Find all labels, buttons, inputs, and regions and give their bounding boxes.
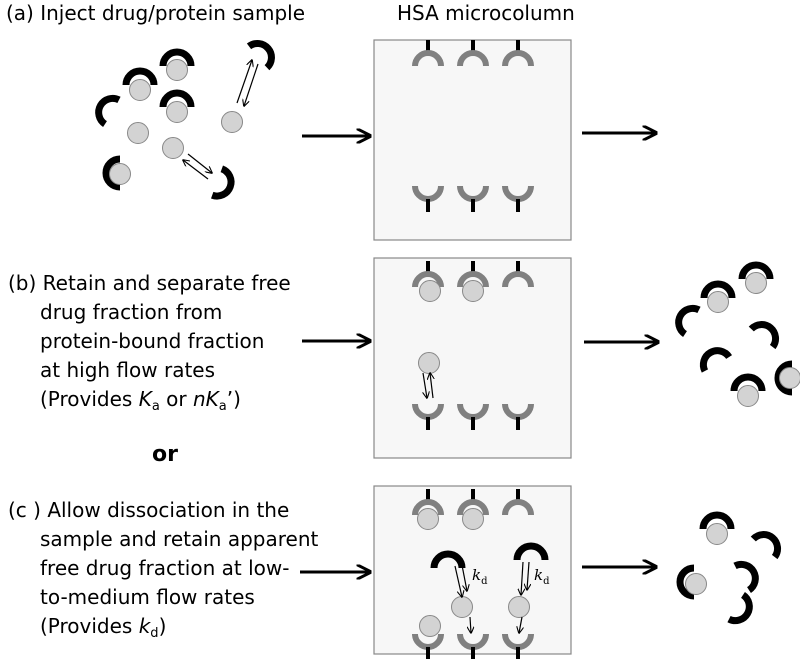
- protein: [699, 511, 735, 530]
- drug-molecule: [462, 508, 484, 530]
- step-c-line-1: (c ) Allow dissociation in the: [8, 498, 290, 522]
- drug-molecule: [162, 137, 184, 159]
- protein: [700, 280, 736, 299]
- drug-molecule: [166, 59, 188, 81]
- free-proteins: [95, 39, 793, 625]
- drug-molecule: [419, 615, 441, 637]
- protein: [159, 89, 195, 108]
- protein: [730, 373, 766, 392]
- drug-molecules: [109, 59, 800, 637]
- kd-label-left: kd: [472, 566, 488, 587]
- protein: [211, 165, 235, 200]
- drug-molecule: [685, 573, 707, 595]
- step-c-provides: (Provides kd): [40, 614, 167, 641]
- drug-molecule: [166, 101, 188, 123]
- drug-molecule: [508, 596, 530, 618]
- step-c-line-4: to-medium flow rates: [40, 585, 255, 609]
- protein: [246, 39, 275, 71]
- protein: [774, 360, 793, 396]
- step-b-line-4: at high flow rates: [40, 358, 216, 382]
- protein: [513, 542, 549, 561]
- drug-molecule: [451, 596, 473, 618]
- step-b-provides: (Provides Ka or nKa’): [40, 387, 241, 414]
- flow-arrows: [300, 133, 658, 572]
- protein: [748, 321, 780, 350]
- protein: [738, 261, 774, 280]
- drug-molecule: [745, 272, 767, 294]
- drug-molecule: [221, 111, 243, 133]
- step-b-line-1: (b) Retain and separate free: [8, 271, 291, 295]
- ligand-site: [457, 499, 489, 516]
- ligand-site: [412, 50, 444, 67]
- ligand-site: [502, 50, 534, 67]
- kd-label-right: kd: [534, 566, 550, 587]
- drug-molecule: [129, 79, 151, 101]
- protein: [699, 347, 733, 373]
- or-label: or: [152, 442, 178, 467]
- column-title: HSA microcolumn: [397, 1, 575, 25]
- drug-molecule: [462, 280, 484, 302]
- immobilized-ligands: [412, 40, 534, 659]
- protein: [159, 48, 195, 67]
- drug-molecule: [706, 523, 728, 545]
- ligand-site: [502, 499, 534, 516]
- equilibrium-arrows: [183, 60, 529, 633]
- drug-molecule: [127, 122, 149, 144]
- ligand-site: [502, 271, 534, 288]
- drug-molecule: [737, 385, 759, 407]
- ligand-site: [412, 271, 444, 288]
- protein: [122, 67, 158, 86]
- drug-molecule: [419, 280, 441, 302]
- step-a-label: (a) Inject drug/protein sample: [6, 1, 306, 25]
- ligand-site: [412, 499, 444, 516]
- drug-molecule: [779, 367, 800, 389]
- protein: [675, 304, 701, 338]
- protein: [727, 591, 753, 625]
- drug-molecule: [418, 352, 440, 374]
- protein: [95, 94, 121, 128]
- step-b-line-2: drug fraction from: [40, 300, 223, 324]
- step-c-line-2: sample and retain apparent: [40, 527, 319, 551]
- protein: [733, 560, 759, 594]
- step-c-line-3: free drug fraction at low-: [40, 556, 290, 580]
- step-b-line-3: protein-bound fraction: [40, 329, 265, 353]
- ligand-site: [457, 50, 489, 67]
- ligand-site: [457, 271, 489, 288]
- protein: [750, 531, 782, 560]
- drug-molecule: [109, 163, 131, 185]
- drug-molecule: [417, 508, 439, 530]
- drug-molecule: [707, 291, 729, 313]
- protein: [102, 155, 121, 191]
- protein: [676, 564, 695, 600]
